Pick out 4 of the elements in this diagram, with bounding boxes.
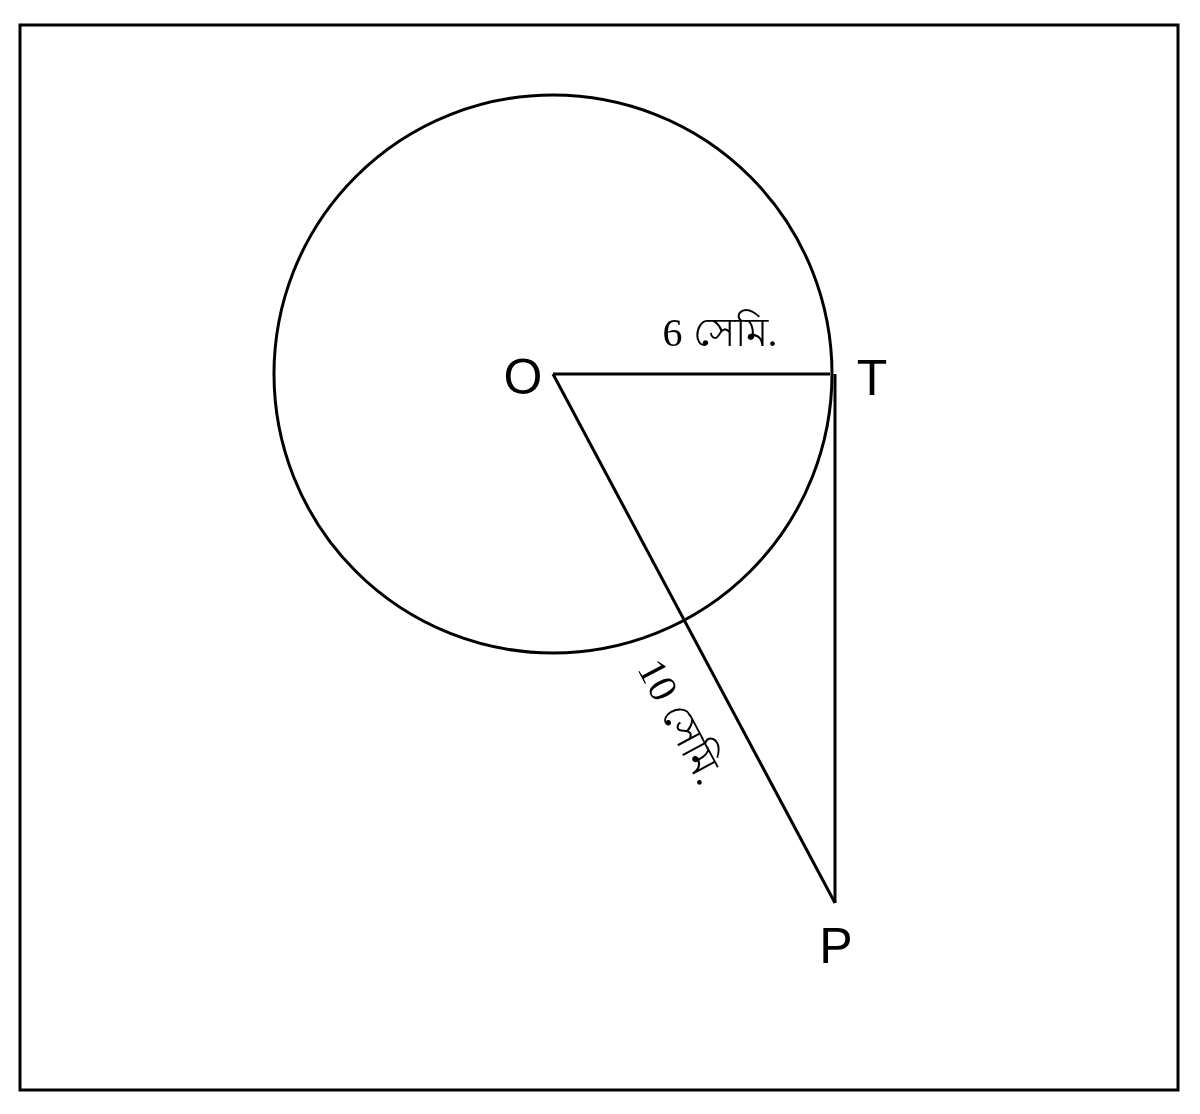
point-label: P — [819, 921, 853, 971]
point-label: O — [503, 352, 543, 402]
dimension-label: 10 সেমি. — [630, 653, 730, 791]
point-label: T — [856, 353, 888, 403]
